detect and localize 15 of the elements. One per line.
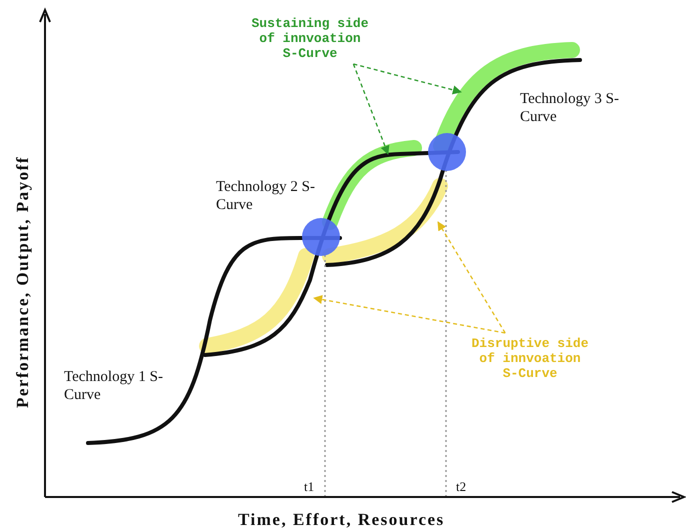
tick-label: t1 — [304, 479, 314, 495]
tick-label: t2 — [456, 479, 466, 495]
axis-title: Time, Effort, Resources — [238, 510, 445, 530]
curve-label: Technology 2 S-Curve — [216, 178, 316, 214]
curve-label: Technology 1 S-Curve — [64, 368, 164, 404]
leader-arrow — [313, 295, 506, 334]
highlight-band — [322, 178, 448, 264]
curve-label: Disruptive side of innvoation S-Curve — [468, 336, 592, 381]
highlight-band — [199, 248, 314, 354]
curve-label: Technology 3 S-Curve — [520, 90, 620, 126]
leader-arrow — [353, 63, 462, 94]
leader-arrow — [352, 64, 390, 155]
curve-label: Sustaining side of innvoation S-Curve — [248, 16, 372, 61]
axis-title: Performance, Output, Payoff — [13, 156, 33, 408]
leader-arrow — [437, 221, 506, 334]
